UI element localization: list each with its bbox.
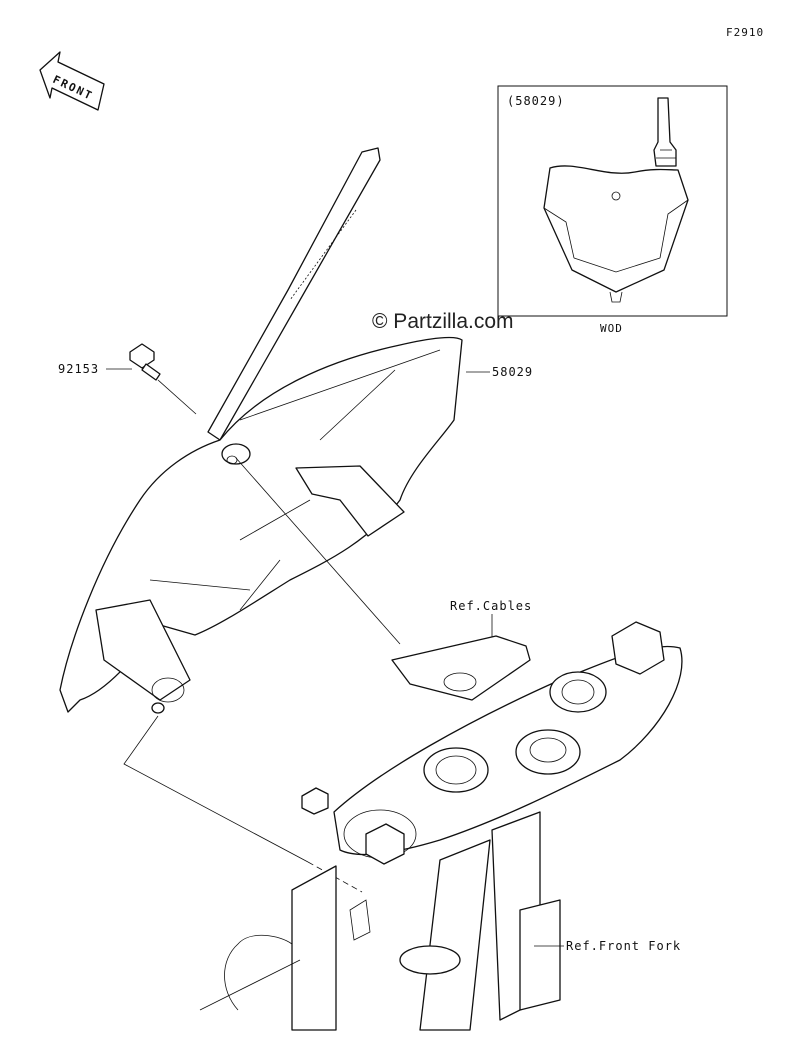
inset-part-number: (58029) [507, 94, 565, 108]
front-direction-arrow: FRONT [39, 51, 105, 111]
plate-vent [295, 465, 405, 537]
figure-code: F2910 [726, 26, 764, 39]
number-plate-58029 [59, 147, 463, 714]
inset-cable-strip [653, 97, 677, 167]
inset-variant-label: WOD [600, 322, 623, 335]
bolt-92153 [129, 343, 155, 369]
clamp-bolt [365, 823, 405, 865]
top-triple-clamp [301, 621, 683, 865]
steering-nut [611, 621, 665, 675]
callout-plate: 58029 [466, 365, 533, 379]
watermark: © Partzilla.com [372, 310, 514, 333]
front-fork [199, 811, 561, 1031]
leader-lower [123, 715, 309, 863]
callout-ref-front-fork: Ref.Front Fork [566, 939, 681, 953]
pinch-bolt [301, 787, 329, 815]
inset-number-plate [543, 165, 689, 293]
callout-ref-cables: Ref.Cables [450, 599, 532, 613]
cable-guide-bracket [391, 635, 531, 701]
callout-58029: 58029 [492, 365, 533, 379]
callout-92153: 92153 [58, 362, 99, 376]
callout-bolt: 92153 [58, 343, 197, 415]
leader-upper [235, 457, 401, 645]
plate-grommet [221, 443, 251, 465]
inset-box: (58029) WOD [497, 85, 728, 335]
